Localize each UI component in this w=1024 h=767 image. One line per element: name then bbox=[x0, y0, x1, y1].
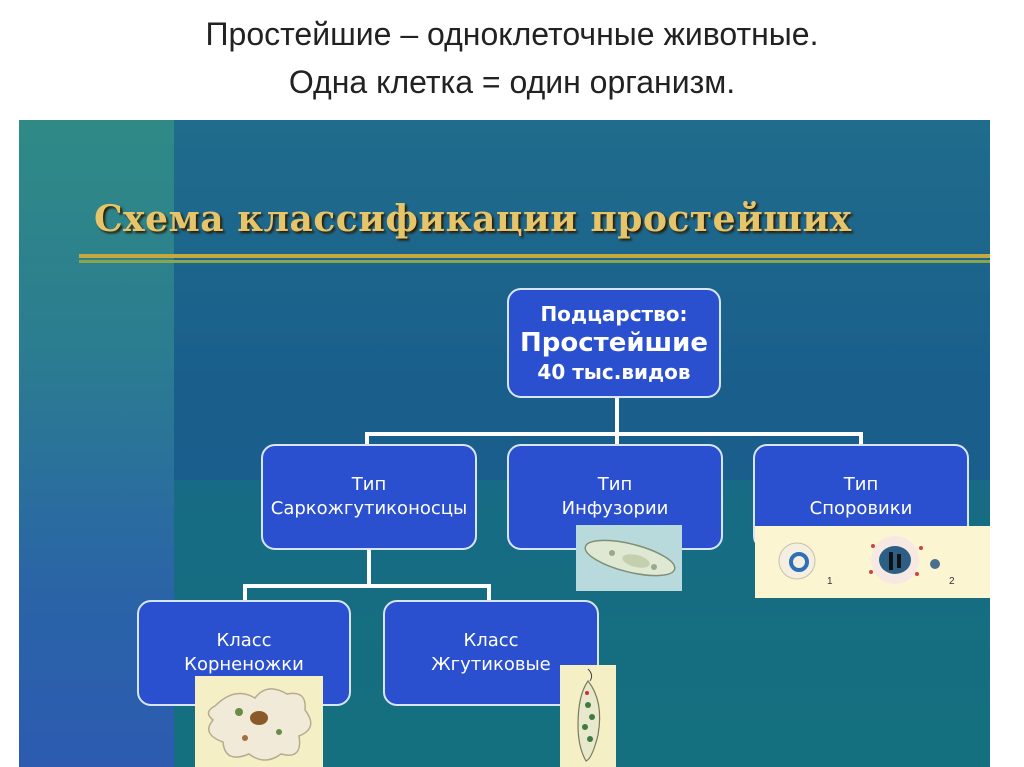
class-node-line2: Жгутиковые bbox=[431, 654, 551, 675]
type-node-line2: Саркожгутиконосцы bbox=[270, 498, 468, 519]
amoeba-illustration bbox=[195, 676, 323, 767]
class-node-line1: Класс bbox=[216, 630, 272, 651]
sporozoa-label-1: 1 bbox=[827, 576, 833, 587]
page-title: Простейшие – одноклеточные животные. Одн… bbox=[0, 10, 1024, 106]
root-node-line2: Простейшие bbox=[519, 328, 709, 358]
paramecium-illustration bbox=[576, 525, 682, 591]
heading-rule-green bbox=[79, 260, 990, 263]
type-node-line1: Тип bbox=[597, 474, 633, 495]
heading-rule-gold bbox=[79, 254, 990, 258]
euglena-illustration bbox=[560, 665, 616, 767]
type-node-sarcomastigophora: Тип Саркожгутиконосцы bbox=[261, 444, 477, 550]
page-title-line1: Простейшие – одноклеточные животные. bbox=[205, 16, 819, 52]
sporozoa-illustration: 1 2 bbox=[755, 526, 990, 598]
root-node-line3: 40 тыс.видов bbox=[537, 360, 691, 384]
type-node-line1: Тип bbox=[843, 474, 879, 495]
sporozoa-label-2: 2 bbox=[949, 576, 955, 587]
root-node: Подцарство: Простейшие 40 тыс.видов bbox=[507, 288, 721, 398]
root-node-line1: Подцарство: bbox=[540, 302, 688, 326]
page-title-line2: Одна клетка = один организм. bbox=[288, 64, 736, 100]
connector-type3 bbox=[859, 432, 863, 446]
connector-classes-bar bbox=[243, 584, 491, 588]
connector-types-bar bbox=[365, 432, 863, 436]
type-node-line2: Инфузории bbox=[561, 498, 669, 519]
type-node-line1: Тип bbox=[351, 474, 387, 495]
connector-type1 bbox=[365, 432, 369, 446]
connector-classes-down bbox=[367, 550, 371, 586]
connector-class2 bbox=[487, 584, 491, 600]
class-node-line2: Корненожки bbox=[184, 654, 304, 675]
connector-type2 bbox=[615, 432, 619, 446]
class-node-line1: Класс bbox=[463, 630, 519, 651]
slide-heading: Схема классификации простейших bbox=[94, 198, 852, 240]
slide-image: Схема классификации простейших Подцарств… bbox=[19, 120, 990, 767]
type-node-line2: Споровики bbox=[809, 498, 913, 519]
connector-root-down bbox=[615, 396, 619, 434]
connector-class1 bbox=[243, 584, 247, 600]
